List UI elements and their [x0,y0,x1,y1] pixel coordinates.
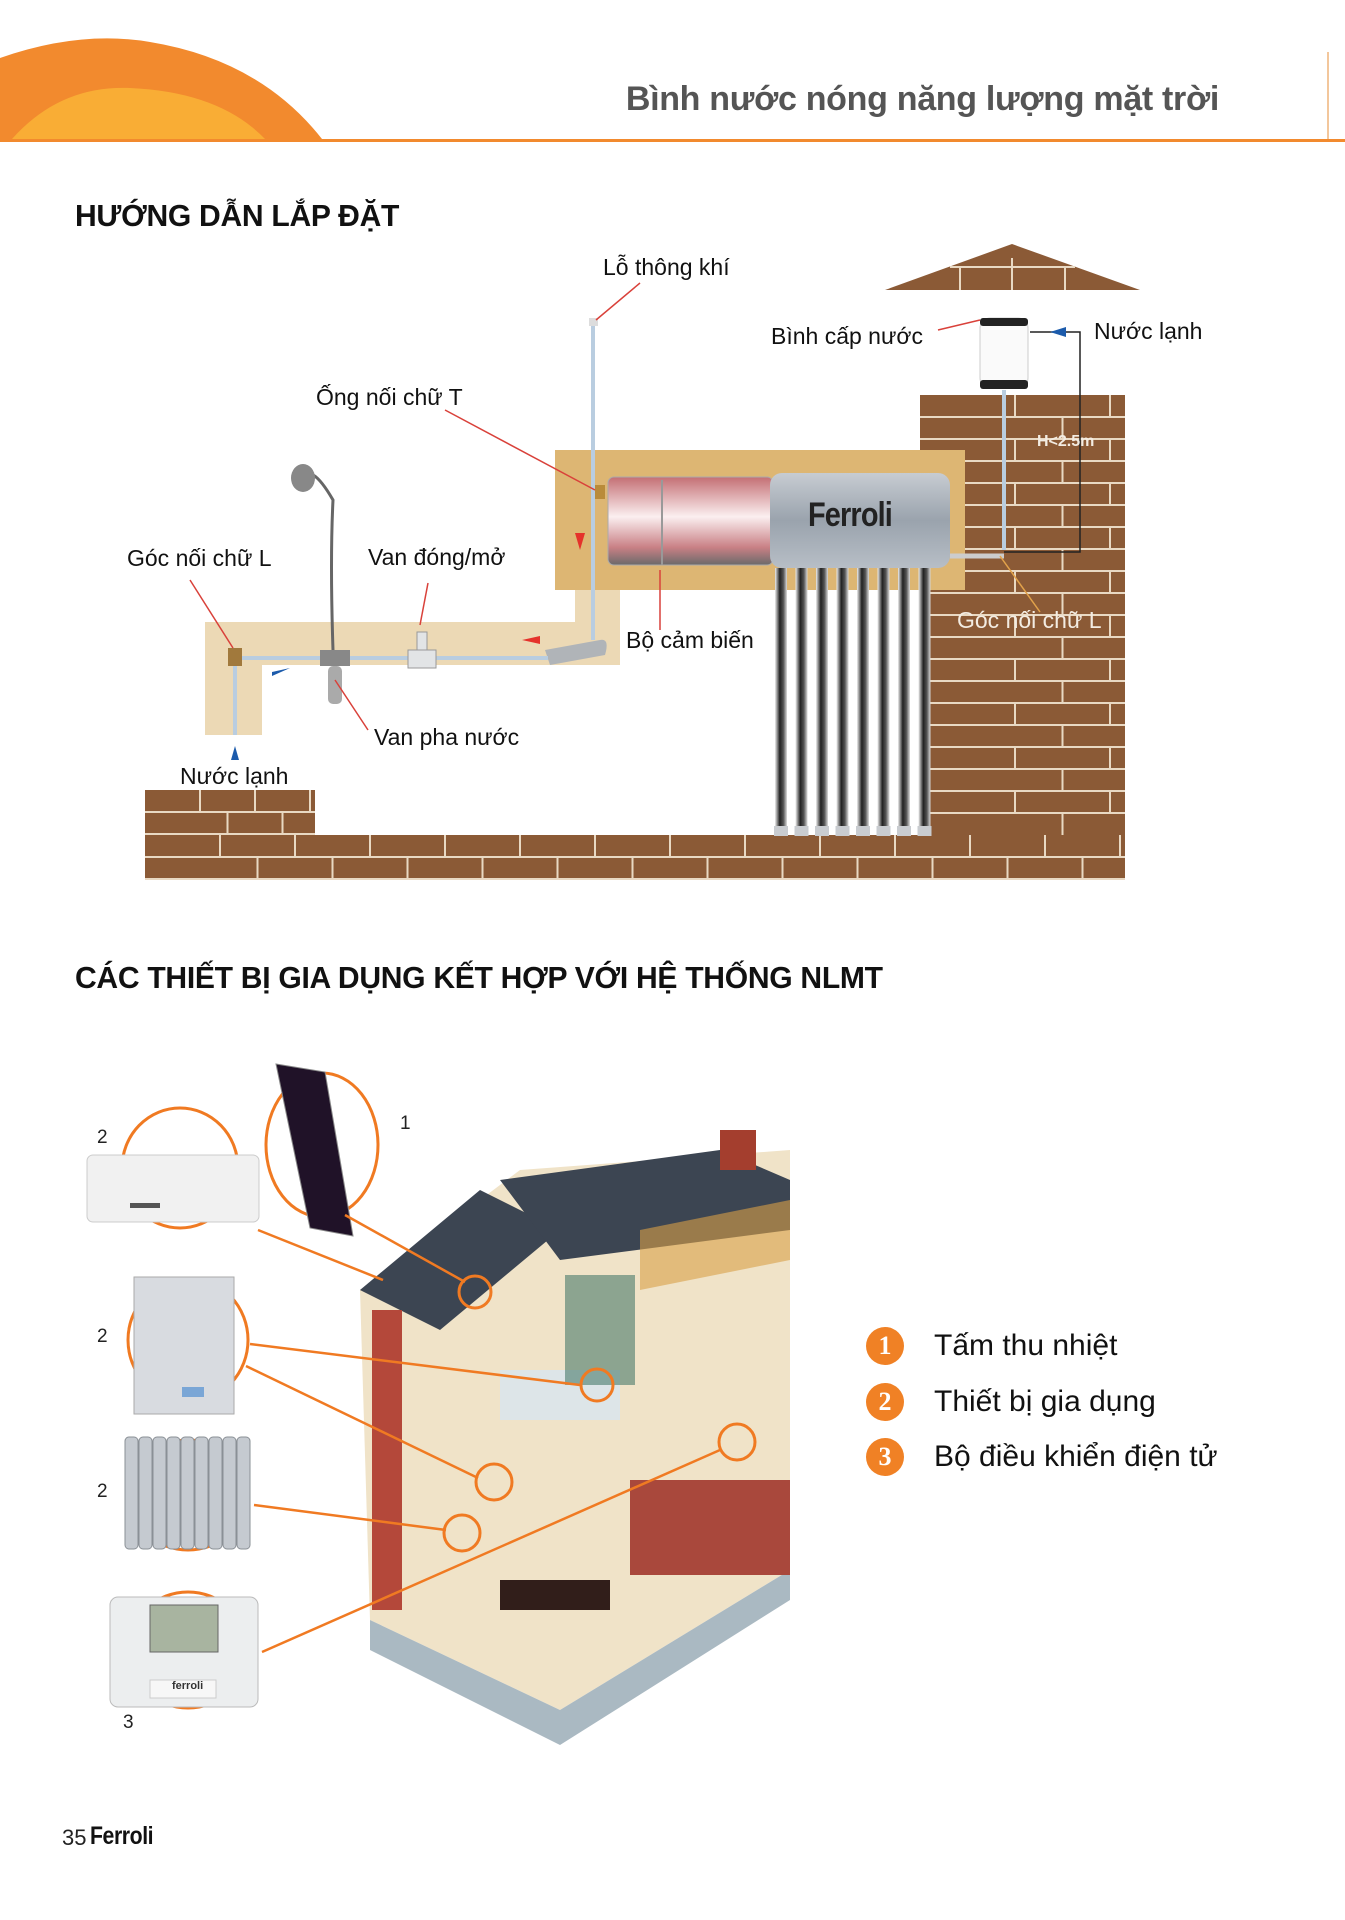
label-l-joint-right: Góc nối chữ L [957,607,1102,633]
vacuum-tube [857,568,869,826]
radiator-fin [138,1436,153,1550]
footer: 35 Ferroli [62,1822,165,1851]
legend-item: 1 Tấm thu nhiệt [866,1324,1117,1368]
legend-item: 2 Thiết bị gia dụng [866,1380,1156,1424]
page-number: 35 [62,1825,87,1850]
header-rule [0,139,1345,142]
installation-title: HƯỚNG DẪN LẮP ĐẶT [75,198,400,233]
vacuum-tube [795,568,808,826]
label-on-off-valve: Van đóng/mở [368,544,506,570]
legend-text: Tấm thu nhiệt [934,1329,1118,1362]
header-title: Bình nước nóng năng lượng mặt trời [625,80,1219,118]
label-cold-water-top: Nước lạnh [1094,318,1203,344]
t-joint [595,485,605,499]
callout-number-controller: 3 [123,1712,134,1733]
house-cutaway-image [360,1130,790,1745]
vacuum-tubes [774,568,932,836]
label-t-joint: Ống nối chữ T [316,384,463,410]
l-joint-left [228,648,242,666]
callout-number-collector: 1 [400,1113,411,1134]
shower-head-icon [291,464,315,492]
flow-arrow-right [272,668,290,676]
radiator-fin [194,1436,209,1550]
legend-number: 1 [866,1327,904,1365]
header-sun-inner [12,87,265,139]
label-supply-tank: Bình cấp nước [771,323,923,349]
label-sensor: Bộ cảm biến [626,627,754,653]
header-divider [1327,52,1329,140]
radiator-fin [208,1436,223,1550]
label-l-joint-left: Góc nối chữ L [127,545,272,571]
outlet-pipe [545,639,607,665]
legend-text: Bộ điều khiển điện tử [934,1440,1218,1473]
controller-brand: ferroli [172,1680,204,1692]
roof [885,244,1140,290]
leader-lines [189,282,981,731]
boiler-image [133,1276,235,1415]
house-callout-rings [442,1274,757,1553]
vent-cap [589,318,598,326]
label-mixing-valve: Van pha nước [374,724,520,750]
brick-block-left [145,790,315,835]
vacuum-tube [816,568,828,826]
radiator-fin [236,1436,251,1550]
flow-arrow-left [522,636,540,644]
legend-item: 3 Bộ điều khiển điện tử [866,1435,1218,1479]
appliances-title: CÁC THIẾT BỊ GIA DỤNG KẾT HỢP VỚI HỆ THỐ… [75,960,883,995]
callout-number-ac: 2 [97,1127,108,1148]
air-conditioner-image [86,1154,260,1223]
brick-ground [145,835,1125,880]
vacuum-tube [836,568,849,826]
radiator-fin [222,1436,237,1550]
tank-brand-logo: Ferroli [808,496,893,534]
legend-number: 3 [866,1438,904,1476]
radiator-fin [152,1436,167,1550]
vacuum-tube [775,568,787,826]
footer-brand-logo: Ferroli [90,1822,154,1850]
on-off-valve [407,649,437,669]
callout-lines [245,1213,721,1654]
vacuum-tube [918,568,931,826]
callout-number-boiler: 2 [97,1326,108,1347]
callout-number-radiator: 2 [97,1481,108,1502]
legend-number: 2 [866,1383,904,1421]
cold-arrow [1050,327,1066,337]
solar-collector-image [275,1063,354,1237]
flow-arrow-down [575,533,585,550]
flow-arrow-up [231,746,239,760]
legend-text: Thiết bị gia dụng [934,1385,1156,1418]
water-tank [607,473,950,568]
label-cold-water-bottom: Nước lạnh [180,763,289,789]
vacuum-tube [898,568,910,826]
radiator-fin [166,1436,181,1550]
mixing-valve [320,650,350,666]
leader-line-right [999,555,1041,613]
label-vent: Lỗ thông khí [603,254,730,280]
radiator-fin [180,1436,195,1550]
radiator-fin [124,1436,139,1550]
radiator-image [124,1436,251,1550]
vacuum-tube [877,568,890,826]
supply-tank [979,317,1029,389]
controller-image [109,1596,259,1708]
label-height-limit: H<2.5m [1037,433,1095,450]
